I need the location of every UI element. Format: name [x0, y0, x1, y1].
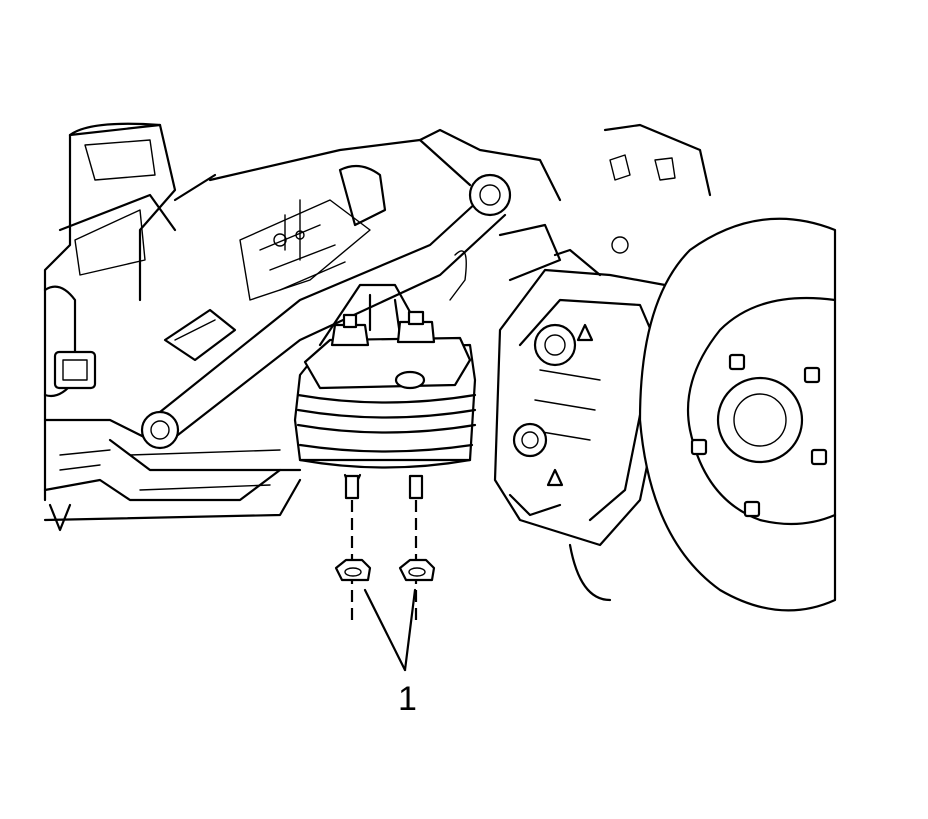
- vehicle-frame: [43, 122, 302, 532]
- brake-caliper: [493, 248, 677, 602]
- frame-slot: [53, 350, 97, 390]
- callout-label: 1: [398, 680, 417, 718]
- callout-leaders: [363, 588, 417, 672]
- nut-right: [398, 558, 436, 582]
- hub-center: [716, 376, 804, 464]
- nut-left: [334, 558, 372, 582]
- mount-nuts-removed: [334, 500, 436, 625]
- brake-rotor: [603, 123, 837, 612]
- wheel-studs: [690, 353, 828, 518]
- engine-mount: [293, 283, 477, 500]
- control-arm: [140, 128, 562, 450]
